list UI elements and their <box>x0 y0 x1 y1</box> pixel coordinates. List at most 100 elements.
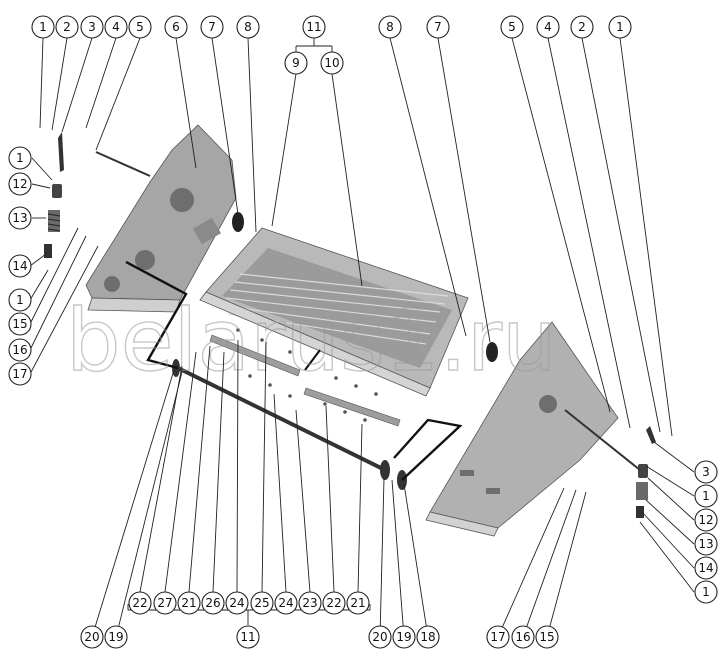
svg-text:11: 11 <box>240 630 255 644</box>
svg-text:23: 23 <box>302 596 317 610</box>
svg-text:27: 27 <box>157 596 172 610</box>
svg-text:20: 20 <box>84 630 99 644</box>
svg-text:12: 12 <box>12 177 27 191</box>
svg-text:1: 1 <box>702 489 710 503</box>
svg-text:18: 18 <box>420 630 435 644</box>
svg-text:4: 4 <box>112 20 120 34</box>
svg-text:25: 25 <box>254 596 269 610</box>
svg-text:3: 3 <box>88 20 96 34</box>
callout-left-1a: 1 <box>8 146 32 170</box>
strip-upper <box>209 334 301 377</box>
callout-bottom-right-19: 19 <box>392 625 416 649</box>
callout-top-group-11: 11 <box>302 15 326 39</box>
svg-text:4: 4 <box>544 20 552 34</box>
callout-top-left-6: 6 <box>164 15 188 39</box>
callout-top-right-1: 1 <box>608 15 632 39</box>
pin-right <box>564 409 641 471</box>
bushing-right <box>638 464 648 478</box>
callout-right-14: 14 <box>694 556 718 580</box>
svg-text:14: 14 <box>698 561 713 575</box>
callout-bottom-group-11: 11 <box>236 625 260 649</box>
spring-left-coils <box>47 213 61 232</box>
callout-right-12: 12 <box>694 508 718 532</box>
left-panel-hole <box>170 188 194 212</box>
callout-left-1b: 1 <box>8 288 32 312</box>
callout-top-right-4: 4 <box>536 15 560 39</box>
callout-bottom-right-20: 20 <box>368 625 392 649</box>
svg-text:22: 22 <box>326 596 341 610</box>
svg-text:19: 19 <box>396 630 411 644</box>
svg-text:10: 10 <box>324 56 339 70</box>
right-panel-slot <box>460 470 474 476</box>
seal-right <box>380 460 390 480</box>
callout-top-group-9: 9 <box>284 51 308 75</box>
callout-left-14: 14 <box>8 254 32 278</box>
right-panel-slot <box>486 488 500 494</box>
left-panel-bracket <box>192 217 222 245</box>
sieve-lower-edge <box>199 291 431 397</box>
svg-text:7: 7 <box>434 20 442 34</box>
right-side-panel-edge <box>425 511 499 537</box>
callout-bottom-26: 26 <box>201 591 225 615</box>
callout-left-12: 12 <box>8 172 32 196</box>
callout-top-left-4: 4 <box>104 15 128 39</box>
callout-right-1b: 1 <box>694 580 718 604</box>
svg-text:1: 1 <box>16 293 24 307</box>
leader-lines <box>29 37 695 638</box>
callout-bottom-24a: 24 <box>225 591 249 615</box>
svg-text:13: 13 <box>698 537 713 551</box>
lever-left <box>58 132 64 172</box>
svg-text:22: 22 <box>132 596 147 610</box>
svg-text:26: 26 <box>205 596 220 610</box>
rod <box>177 366 386 472</box>
svg-text:14: 14 <box>12 259 27 273</box>
callout-top-left-8: 8 <box>236 15 260 39</box>
callout-bottom-21b: 21 <box>346 591 370 615</box>
assembly-line-left <box>125 260 188 370</box>
svg-text:2: 2 <box>63 20 71 34</box>
assembly-arrow-center <box>304 349 321 371</box>
callout-bottom-21a: 21 <box>177 591 201 615</box>
svg-text:5: 5 <box>136 20 144 34</box>
callout-bottom-left-19: 19 <box>104 625 128 649</box>
callout-bottom-24b: 24 <box>274 591 298 615</box>
pin-left <box>95 151 151 177</box>
callout-bottom-left-20: 20 <box>80 625 104 649</box>
svg-text:7: 7 <box>208 20 216 34</box>
callout-left-13: 13 <box>8 206 32 230</box>
svg-text:20: 20 <box>372 630 387 644</box>
bolt-right <box>636 506 644 518</box>
svg-text:2: 2 <box>578 20 586 34</box>
callout-top-right-8: 8 <box>378 15 402 39</box>
svg-text:16: 16 <box>12 343 27 357</box>
svg-text:21: 21 <box>350 596 365 610</box>
svg-text:16: 16 <box>515 630 530 644</box>
callout-top-left-3: 3 <box>80 15 104 39</box>
svg-text:15: 15 <box>539 630 554 644</box>
callout-bottom-right-17: 17 <box>486 625 510 649</box>
callout-top-left-5: 5 <box>128 15 152 39</box>
svg-text:12: 12 <box>698 513 713 527</box>
fasteners <box>236 328 378 422</box>
svg-text:17: 17 <box>12 367 27 381</box>
lever-right <box>646 426 656 444</box>
callout-bottom-23: 23 <box>298 591 322 615</box>
washer-right <box>486 342 498 362</box>
svg-text:19: 19 <box>108 630 123 644</box>
bushing-left <box>52 184 62 198</box>
callout-bottom-22a: 22 <box>128 591 152 615</box>
callout-top-left-1: 1 <box>31 15 55 39</box>
parts-drawing <box>44 124 656 537</box>
svg-text:24: 24 <box>278 596 293 610</box>
left-panel-hole <box>135 250 155 270</box>
svg-text:1: 1 <box>616 20 624 34</box>
callout-top-left-2: 2 <box>55 15 79 39</box>
left-side-panel <box>85 124 237 301</box>
strip-lower <box>303 387 401 427</box>
svg-text:1: 1 <box>39 20 47 34</box>
callout-bottom-right-15: 15 <box>535 625 559 649</box>
svg-text:1: 1 <box>702 585 710 599</box>
spring-right <box>636 482 648 500</box>
callout-top-right-7: 7 <box>426 15 450 39</box>
